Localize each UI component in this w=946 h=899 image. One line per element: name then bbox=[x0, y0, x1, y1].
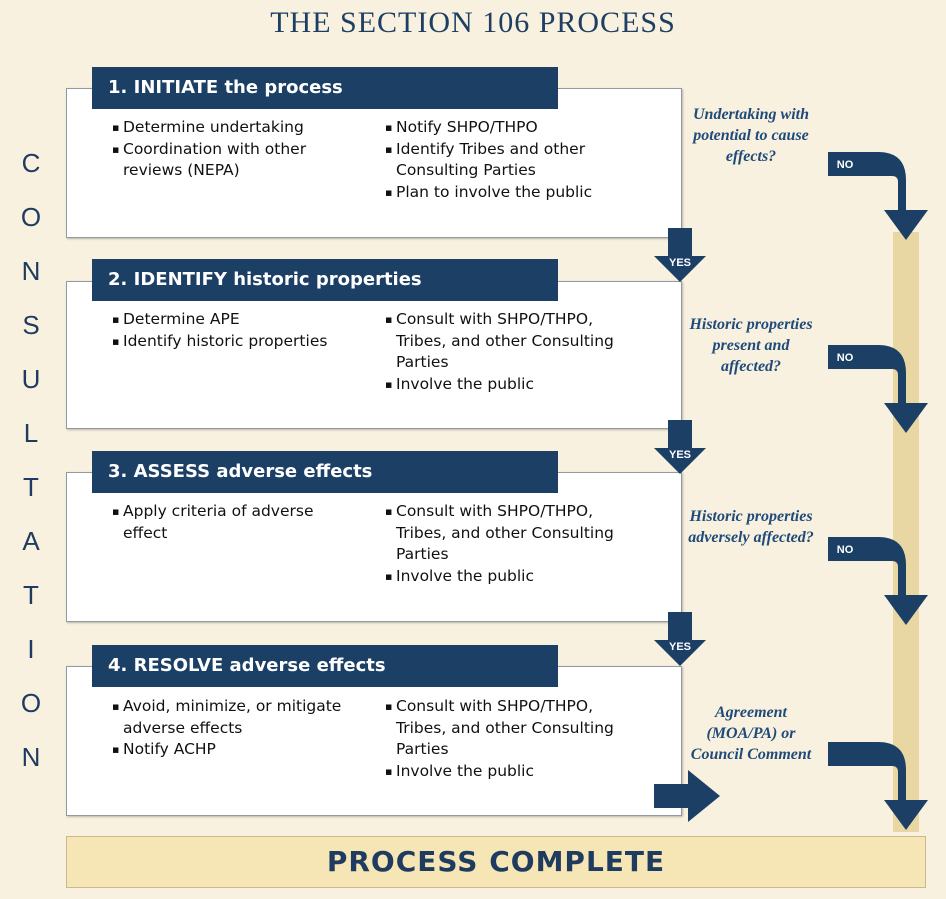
consultation-letter: N bbox=[21, 256, 41, 286]
no-arrow-3 bbox=[828, 537, 928, 625]
list-item: Determine undertaking bbox=[112, 117, 352, 139]
consultation-letter: C bbox=[21, 148, 41, 178]
no-label: NO bbox=[837, 159, 854, 171]
list-item: Identify historic properties bbox=[112, 331, 352, 353]
no-arrow-2 bbox=[828, 345, 928, 433]
list-item: Notify SHPO/THPO bbox=[385, 117, 630, 139]
list-item: Avoid, minimize, or mitigate adverse eff… bbox=[112, 696, 352, 739]
list-item: Coordination with other reviews (NEPA) bbox=[112, 139, 352, 182]
list-item: Apply criteria of adverse effect bbox=[112, 501, 352, 544]
yes-arrow-3 bbox=[654, 612, 706, 666]
list-item: Consult with SHPO/THPO, Tribes, and othe… bbox=[385, 696, 630, 761]
step-3-left-list: Apply criteria of adverse effect bbox=[112, 501, 352, 544]
yes-arrow-2 bbox=[654, 420, 706, 474]
consultation-letter: S bbox=[22, 310, 40, 340]
process-complete-banner: PROCESS COMPLETE bbox=[66, 836, 926, 888]
list-item: Notify ACHP bbox=[112, 739, 352, 761]
right-arrow bbox=[654, 770, 720, 822]
yes-arrow-1 bbox=[654, 228, 706, 282]
consultation-letter: U bbox=[21, 364, 41, 394]
yes-label: YES bbox=[669, 449, 691, 461]
step-2-heading: 2. IDENTIFY historic properties bbox=[92, 259, 558, 301]
step-1-right-list: Notify SHPO/THPO Identify Tribes and oth… bbox=[385, 117, 630, 203]
list-item: Determine APE bbox=[112, 309, 352, 331]
consultation-letter: T bbox=[23, 472, 39, 502]
list-item: Involve the public bbox=[385, 761, 630, 783]
consultation-letter: O bbox=[20, 202, 42, 232]
step-3-right-list: Consult with SHPO/THPO, Tribes, and othe… bbox=[385, 501, 630, 587]
no-arrow-1 bbox=[828, 152, 928, 240]
consultation-letter: L bbox=[23, 418, 39, 448]
step-4-left-list: Avoid, minimize, or mitigate adverse eff… bbox=[112, 696, 352, 761]
list-item: Consult with SHPO/THPO, Tribes, and othe… bbox=[385, 309, 630, 374]
list-item: Involve the public bbox=[385, 374, 630, 396]
list-item: Involve the public bbox=[385, 566, 630, 588]
step-3-heading: 3. ASSESS adverse effects bbox=[92, 451, 558, 493]
step-4-heading: 4. RESOLVE adverse effects bbox=[92, 645, 558, 687]
step-1-heading: 1. INITIATE the process bbox=[92, 67, 558, 109]
consultation-vertical-label: C O N S U L T A T I O N bbox=[14, 150, 48, 798]
consultation-letter: T bbox=[23, 580, 39, 610]
no-label: NO bbox=[837, 544, 854, 556]
yes-label: YES bbox=[669, 641, 691, 653]
consultation-letter: O bbox=[20, 688, 42, 718]
no-label: NO bbox=[837, 352, 854, 364]
step-1-left-list: Determine undertaking Coordination with … bbox=[112, 117, 352, 182]
no-path-bar bbox=[893, 232, 919, 832]
consultation-letter: A bbox=[22, 526, 40, 556]
list-item: Plan to involve the public bbox=[385, 182, 630, 204]
consultation-letter: N bbox=[21, 742, 41, 772]
consultation-letter: I bbox=[27, 634, 35, 664]
step-4-right-list: Consult with SHPO/THPO, Tribes, and othe… bbox=[385, 696, 630, 782]
decision-question-4: Agreement (MOA/PA) or Council Comment bbox=[690, 704, 812, 763]
step-2-right-list: Consult with SHPO/THPO, Tribes, and othe… bbox=[385, 309, 630, 395]
list-item: Identify Tribes and other Consulting Par… bbox=[385, 139, 630, 182]
yes-label: YES bbox=[669, 257, 691, 269]
agreement-arrow bbox=[828, 742, 928, 830]
step-2-left-list: Determine APE Identify historic properti… bbox=[112, 309, 352, 352]
page-title: THE SECTION 106 PROCESS bbox=[270, 6, 676, 39]
list-item: Consult with SHPO/THPO, Tribes, and othe… bbox=[385, 501, 630, 566]
decision-question-3: Historic properties adversely affected? bbox=[688, 508, 814, 546]
decision-question-2: Historic properties present and affected… bbox=[689, 316, 813, 375]
decision-question-1: Undertaking with potential to cause effe… bbox=[692, 106, 810, 165]
